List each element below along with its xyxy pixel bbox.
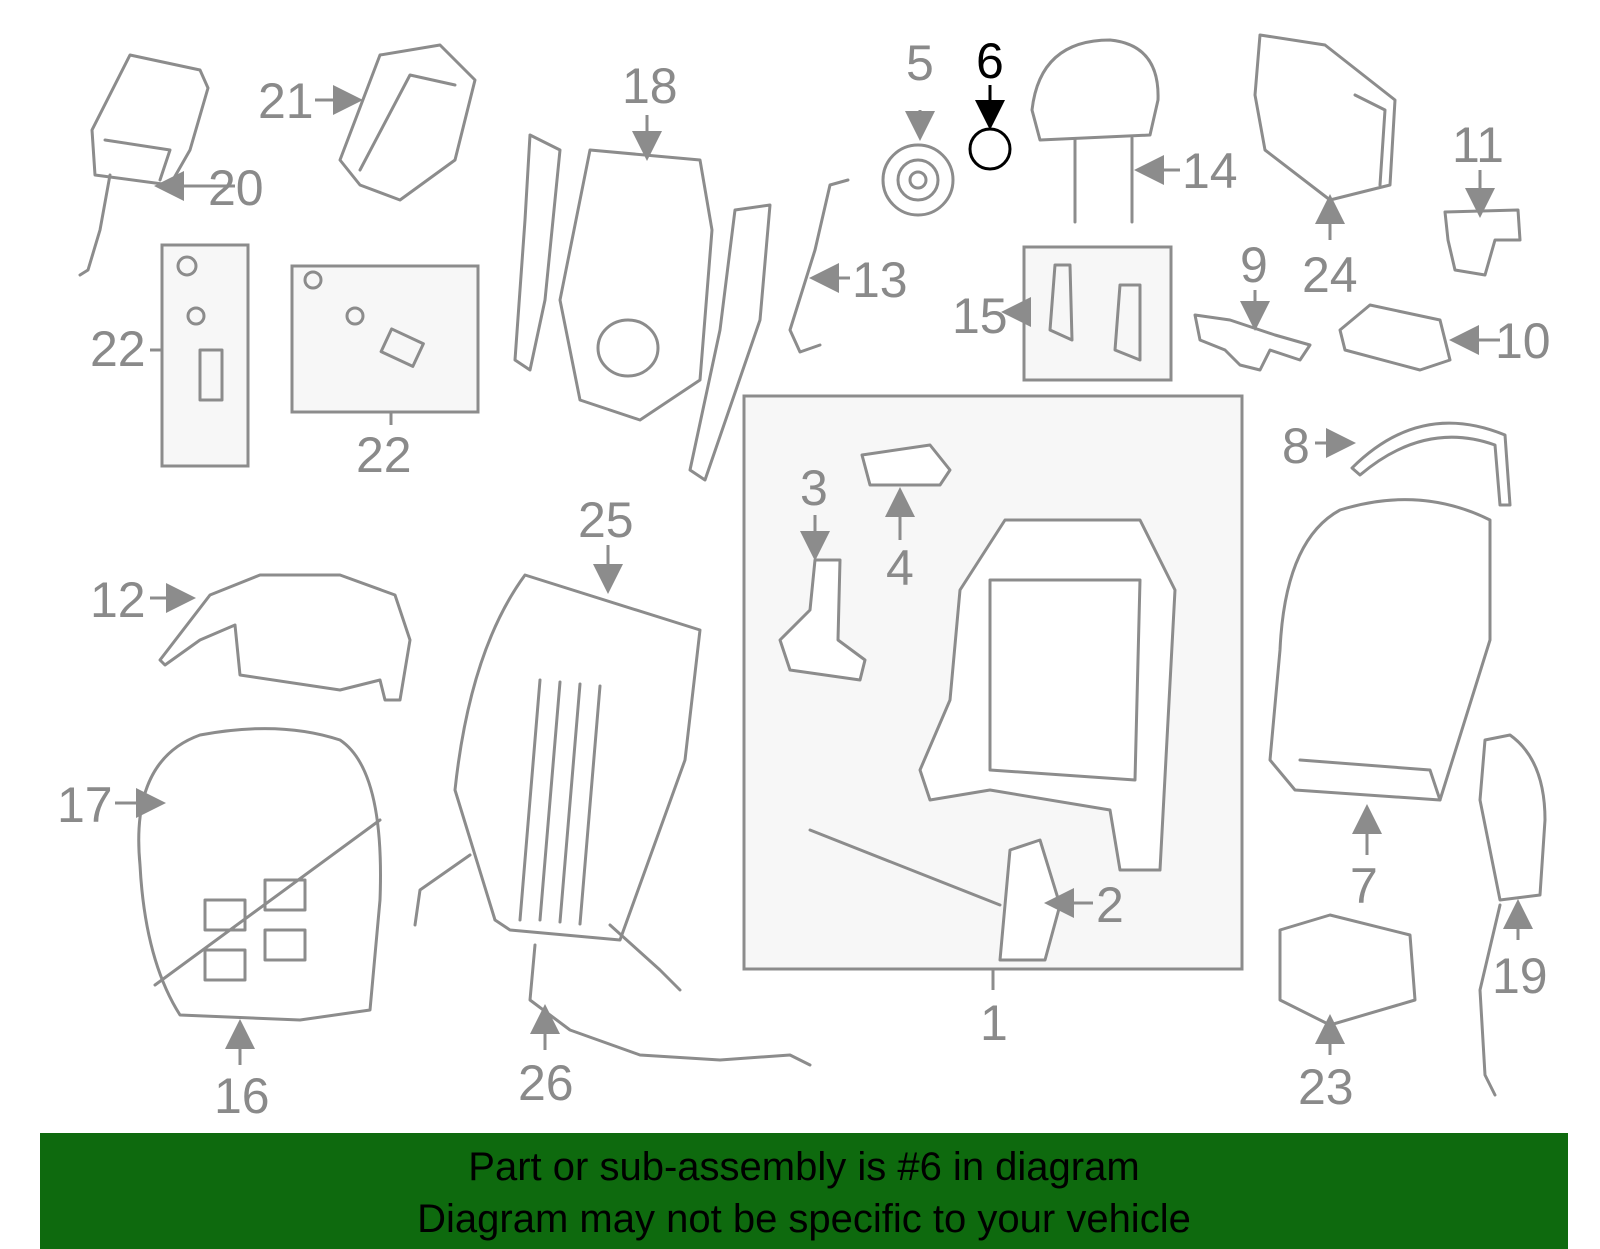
callout-26: 26	[518, 1055, 574, 1111]
part-14-headrest	[1030, 38, 1160, 224]
part-7-back-cover	[1268, 498, 1492, 802]
callout-17: 17	[57, 777, 113, 833]
part-1-frame	[918, 518, 1177, 872]
part-23-module	[1278, 913, 1417, 1027]
part-13-rod	[788, 178, 850, 354]
callout-8: 8	[1282, 418, 1310, 474]
callout-9: 9	[1240, 237, 1268, 293]
callout-10: 10	[1495, 313, 1551, 369]
part-16-seat-cushion	[137, 727, 382, 1022]
callout-2: 2	[1096, 877, 1124, 933]
callout-5: 5	[906, 35, 934, 91]
callout-6: 6	[976, 33, 1004, 89]
callout-7: 7	[1350, 858, 1378, 914]
part-10-cover	[1338, 303, 1452, 372]
callout-19: 19	[1492, 948, 1548, 1004]
callout-11: 11	[1452, 117, 1504, 173]
part-19-airbag	[1478, 733, 1547, 1097]
part-5-recliner-gear	[881, 143, 955, 217]
part-2-motor	[998, 838, 1062, 962]
part-6-ring	[968, 127, 1012, 171]
part-3-mechanism	[778, 558, 867, 682]
callout-4: 4	[886, 540, 914, 596]
callout-16: 16	[214, 1068, 270, 1124]
callout-14: 14	[1182, 143, 1238, 199]
part-11-bracket	[1443, 208, 1522, 277]
part-26-harness	[528, 943, 812, 1067]
part-24-control-module	[1253, 33, 1397, 202]
kit-22-box-left	[160, 243, 250, 468]
part-18-back-panel	[513, 133, 772, 482]
part-12-trim	[158, 573, 412, 702]
callout-13: 13	[852, 252, 908, 308]
banner-line-2: Diagram may not be specific to your vehi…	[417, 1197, 1191, 1241]
part-8-trim	[1350, 421, 1512, 507]
callout-12: 12	[90, 572, 146, 628]
callout-25: 25	[578, 492, 634, 548]
callout-15: 15	[952, 288, 1008, 344]
callout-24: 24	[1302, 247, 1358, 303]
part-9-clip	[1193, 313, 1312, 372]
kit-15-box	[1022, 245, 1173, 382]
part-20-module	[78, 53, 210, 277]
part-15-guides	[1048, 263, 1142, 362]
callout-22-left: 22	[90, 321, 146, 377]
part-25-back-pad	[453, 573, 702, 942]
callout-3: 3	[800, 460, 828, 516]
banner-line-1: Part or sub-assembly is #6 in diagram	[468, 1145, 1140, 1189]
callout-18: 18	[622, 58, 678, 114]
callout-23: 23	[1298, 1059, 1354, 1115]
callout-20: 20	[208, 160, 264, 216]
info-banner: Part or sub-assembly is #6 in diagram Di…	[40, 1133, 1568, 1249]
leader-lines	[115, 85, 1533, 1065]
callout-22-right: 22	[356, 427, 412, 483]
part-4-switch	[860, 443, 952, 487]
kit-22-box-right	[290, 264, 480, 414]
callout-21: 21	[258, 73, 314, 129]
part-21-module	[338, 43, 477, 202]
callout-1: 1	[980, 995, 1008, 1051]
part-22-hardware	[176, 255, 425, 402]
